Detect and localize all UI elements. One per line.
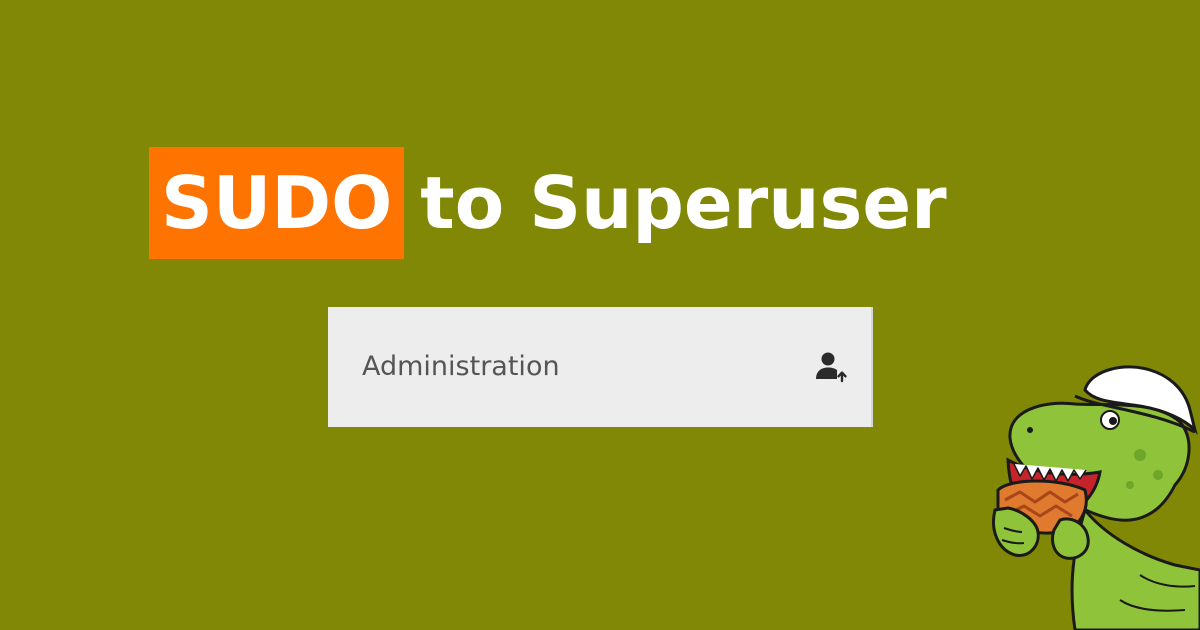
headline: SUDO to Superuser <box>149 147 947 259</box>
dinosaur-mascot-icon <box>992 365 1200 630</box>
user-arrow-up-icon <box>816 352 847 383</box>
headline-highlight: SUDO <box>149 147 405 259</box>
menu-item-label: Administration <box>362 351 560 382</box>
administration-menu-item[interactable]: Administration <box>328 307 873 427</box>
sudo-button[interactable] <box>809 345 853 389</box>
headline-text: to Superuser <box>420 161 947 245</box>
